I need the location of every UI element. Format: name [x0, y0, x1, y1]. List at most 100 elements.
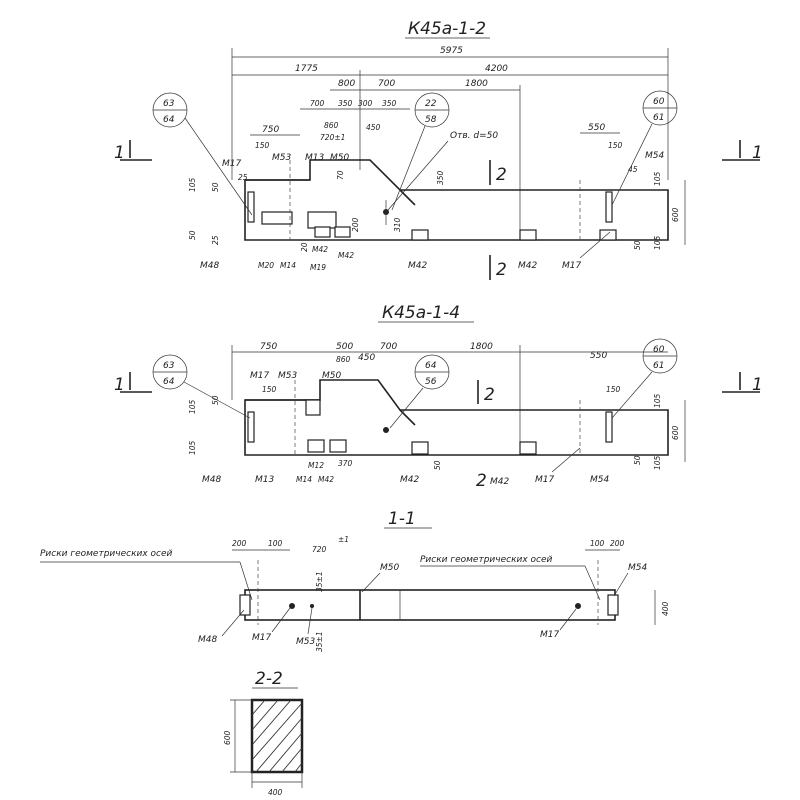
mark-m54: М54	[645, 151, 664, 161]
dim-45: 45	[628, 165, 638, 174]
dim2-450: 450	[358, 353, 375, 363]
leader11-m48	[221, 609, 245, 637]
leader2-m17	[551, 447, 581, 473]
mark-m53: М53	[272, 153, 291, 163]
dim-20: 20	[300, 242, 309, 252]
dim2-1800: 1800	[470, 342, 493, 352]
dim-50b: 50	[188, 230, 197, 240]
mark-m42b: М42	[338, 251, 354, 260]
dim2-50c: 50	[433, 460, 442, 470]
section11-body	[244, 589, 616, 621]
leader11-m53	[307, 607, 313, 635]
svg-text:63: 63	[163, 361, 175, 371]
plate2-m42b	[411, 441, 429, 455]
dim-700a: 700	[378, 79, 395, 89]
cut2-arrow-left: 1	[114, 372, 152, 395]
plate2-m42a	[329, 439, 347, 453]
mark-m50: М50	[330, 153, 349, 163]
dim11-720: 720	[312, 545, 327, 554]
dim22-height: 600	[223, 730, 232, 745]
section-2-2: 2-2 600 400	[223, 669, 304, 797]
section11-plate-left	[239, 594, 251, 616]
dim2-105d: 105	[653, 455, 662, 470]
dim11-200a: 200	[232, 539, 247, 548]
mark-m42c: М42	[408, 261, 427, 271]
mark2-m17: М17	[250, 371, 269, 381]
beam2-notch	[399, 409, 416, 426]
callout2-63-64: 63 64	[152, 354, 251, 419]
dim-720: 720±1	[320, 133, 345, 142]
callout2-60-61: 60 61	[611, 338, 678, 419]
mark11-m54: М54	[628, 563, 647, 573]
plate-m14	[307, 211, 337, 229]
dim-105a: 105	[188, 177, 197, 192]
dim-200: 200	[351, 217, 360, 232]
mark11-m50: М50	[380, 563, 399, 573]
mark2-m12: М12	[308, 461, 324, 470]
plate2-m42c	[519, 441, 537, 455]
section11-hole-3	[575, 603, 581, 609]
svg-text:1: 1	[114, 143, 125, 163]
section11-hole-2	[310, 604, 314, 608]
dim11-35b: 35±1	[315, 631, 324, 652]
dim-800: 800	[338, 79, 355, 89]
plate2-m12	[307, 439, 325, 453]
plate-m20	[261, 211, 293, 225]
mark2-m14: М14	[296, 475, 312, 484]
dim11-100b: 100	[590, 539, 605, 548]
dim-70: 70	[336, 170, 345, 180]
leader11-m17a	[271, 607, 291, 633]
dim2-50a: 50	[211, 395, 220, 405]
plate-m42b	[334, 226, 351, 238]
section22-hatching	[251, 699, 303, 773]
dim22-width: 400	[268, 788, 283, 797]
plate2-m48	[247, 411, 255, 443]
cut-arrow-right-1: 1	[722, 140, 763, 163]
title-section-11: 1-1	[388, 509, 416, 529]
mark-m42d: М42	[518, 261, 537, 271]
plate-m42c	[411, 229, 429, 241]
mark2-m42b: М42	[400, 475, 419, 485]
dim-150b: 150	[608, 141, 623, 150]
mark2-m54: М54	[590, 475, 609, 485]
dim-350a: 350	[338, 99, 353, 108]
cut2-arrow-right: 1	[722, 372, 763, 395]
dim11-100a: 100	[268, 539, 283, 548]
dim2-105a: 105	[188, 399, 197, 414]
svg-text:64: 64	[163, 115, 175, 125]
svg-text:1: 1	[114, 375, 125, 395]
section2-2-label-bottom: 2	[476, 471, 487, 491]
title-1: К45а-1-2	[408, 19, 486, 39]
svg-text:64: 64	[425, 361, 437, 371]
leader-m17b	[579, 231, 611, 259]
svg-text:22: 22	[425, 99, 437, 109]
callout-60-61: 60 61	[611, 90, 678, 206]
dim2-150b: 150	[606, 385, 621, 394]
dim-4200: 4200	[485, 64, 508, 74]
mark2-m48: М48	[202, 475, 221, 485]
mark-m13: М13	[305, 153, 324, 163]
dim-50a: 50	[211, 182, 220, 192]
dim11-400: 400	[661, 601, 670, 616]
mark11-m17b: М17	[540, 630, 559, 640]
leader-axes-right-2	[584, 565, 601, 601]
callout-22-58: 22 58	[391, 92, 450, 211]
dim-450: 450	[366, 123, 381, 132]
dim11-200b: 200	[610, 539, 625, 548]
label-axes-right: Риски геометрических осей	[420, 555, 553, 565]
mark2-m50: М50	[322, 371, 341, 381]
leader11-m54	[613, 572, 629, 597]
mark2-m42a: М42	[318, 475, 334, 484]
dim2-370: 370	[338, 459, 353, 468]
mark-m14: М14	[280, 261, 296, 270]
plate2-m50	[305, 399, 321, 416]
callout2-64-56: 64 56	[389, 354, 450, 429]
mark-m17: М17	[222, 159, 241, 169]
dim-750: 750	[262, 125, 279, 135]
beam-drawing-2: К45а-1-4 750 500 450 700 1800 550 860 15…	[114, 303, 763, 491]
dim2-860: 860	[336, 355, 351, 364]
mark2-m13: М13	[255, 475, 274, 485]
dim-300: 300	[358, 99, 373, 108]
svg-text:63: 63	[163, 99, 175, 109]
